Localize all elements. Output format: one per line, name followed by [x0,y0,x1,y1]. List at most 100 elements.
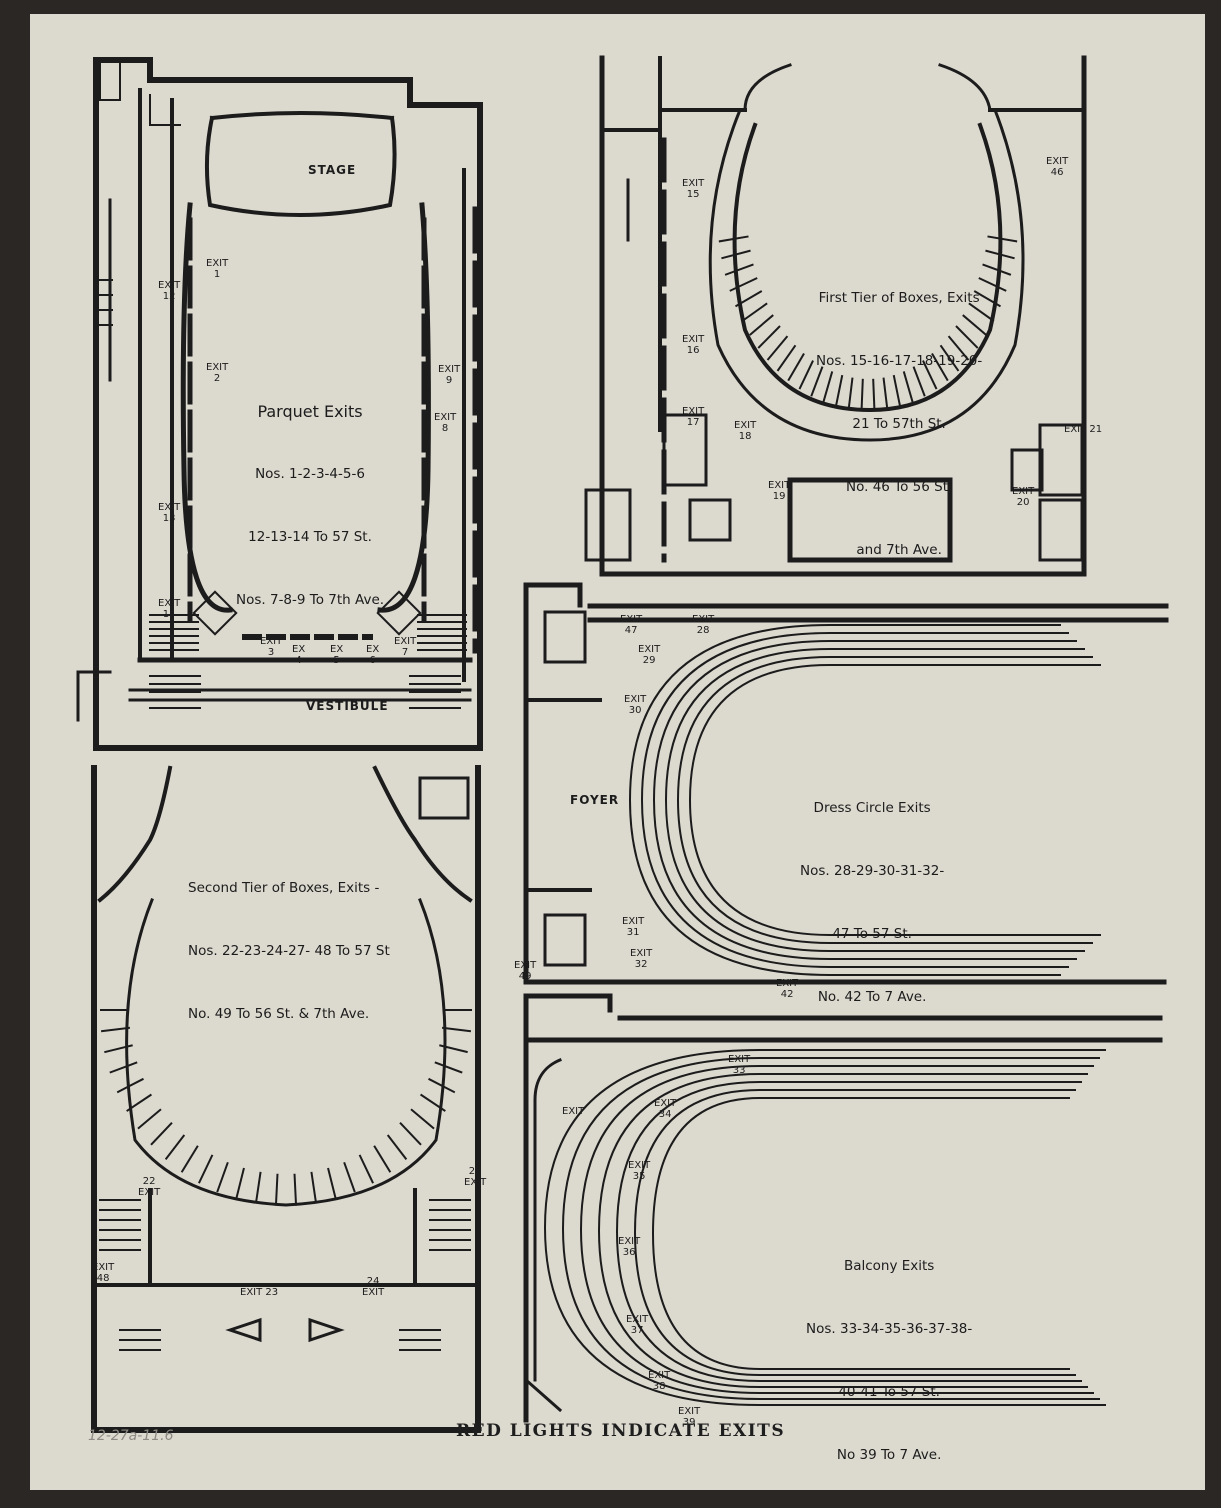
exit-35-label: EXIT 35 [628,1160,651,1182]
exit-7-label: EXIT 7 [394,636,417,658]
seating-row [640,632,1069,968]
parquet-plan [76,57,483,751]
balcony-title: Balcony Exits [843,1258,935,1274]
exit-34-label: EXIT 34 [654,1098,677,1120]
exit-19-label: EXIT 19 [768,480,791,502]
exit-18-label: EXIT 18 [734,420,757,442]
box-partition [834,374,844,407]
exit-2-label: EXIT 2 [206,362,229,384]
exit-30-label: EXIT 30 [624,694,647,716]
dress-circle-line-1: Nos. 28-29-30-31-32- [800,863,945,879]
exit-39-label: EXIT 39 [678,1406,701,1428]
exit-31-label: EXIT 31 [622,916,645,938]
dress-circle-caption: Dress Circle Exits Nos. 28-29-30-31-32- … [800,756,944,1050]
seating-row [579,1065,1094,1394]
box-partition [216,1162,229,1193]
second-tier-title: Second Tier of Boxes, Exits - [188,880,380,896]
parquet-title: Parquet Exits [257,402,363,421]
seating-row [688,664,1101,936]
box-partition [947,335,970,361]
first-tier-plan [584,55,1087,577]
box-partition [973,290,1002,308]
box-partition [274,1173,279,1206]
seating-row [652,640,1077,960]
parquet-line-3: Nos. 7-8-9 To 7th Ave. [236,592,385,608]
exit-balcony-side-label: EXIT [562,1106,585,1117]
exit-8-label: EXIT 8 [434,412,457,434]
box-partition [428,1077,456,1094]
seating-row [628,624,1061,976]
box-partition [410,1108,435,1130]
exit-38-label: EXIT 38 [648,1370,671,1392]
binding-notch [0,1150,9,1154]
exit-12-label: EXIT 12 [158,280,181,302]
box-partition [327,1167,337,1200]
exit-28-label: EXIT 28 [692,614,715,636]
box-partition [180,1145,199,1173]
box-partition [198,1154,214,1184]
binding-notch [0,640,9,644]
box-partition [150,1122,173,1146]
exit-46-label: EXIT 46 [1046,156,1069,178]
box-partition [955,325,979,349]
first-tier-line-4: and 7th Ave. [856,542,942,558]
balcony-line-2: 40-41 To 57 St. [838,1384,940,1400]
box-partition [137,1108,162,1130]
box-partition [978,277,1007,292]
box-partition [757,325,781,349]
box-partition [343,1162,356,1193]
parquet-stairs [99,59,467,709]
footer-caption: RED LIGHTS INDICATE EXITS [456,1421,786,1441]
seating-row [561,1057,1100,1400]
seating-row [651,1097,1070,1370]
second-tier-line-2: No. 49 To 56 St. & 7th Ave. [188,1006,370,1022]
binding-notch [0,810,9,814]
box-partition [749,314,774,336]
box-partition [235,1167,245,1200]
box-partition [399,1122,422,1146]
exit-4-label: EX 4 [292,644,306,666]
exit-32-label: EXIT 32 [630,948,653,970]
stage-label: STAGE [308,163,357,177]
parquet-auditorium [180,202,480,654]
box-partition [766,335,789,361]
box-partition [419,1093,446,1112]
dress-circle-title: Dress Circle Exits [813,800,931,816]
box-partition [939,344,960,372]
box-partition [724,263,754,276]
seating-row [664,648,1085,952]
binding-notch [0,980,9,984]
box-partition [441,1026,472,1033]
box-partition [721,249,751,260]
box-partition [860,378,864,411]
box-partition [254,1171,262,1204]
exit-49-label: EXIT 49 [514,960,537,982]
first-tier-line-1: Nos. 15-16-17-18-19-20- [816,353,983,369]
seating-row [633,1089,1076,1376]
seating-row [615,1081,1082,1382]
box-partition [310,1171,318,1204]
exit-14-label: EXIT 14 [158,598,181,620]
binding-notch [0,300,9,304]
exit-29-label: EXIT 29 [638,644,661,666]
exit-5-label: EX 5 [330,644,344,666]
dress-circle-rows [628,624,1101,976]
box-partition [882,377,889,410]
dress-circle-line-3: No. 42 To 7 Ave. [817,989,927,1005]
box-partition [810,366,824,397]
box-partition [962,314,987,336]
box-partition [729,277,758,292]
dress-circle-plan [523,582,1169,985]
box-partition [386,1134,408,1161]
binding-notch [0,470,9,474]
balcony-line-1: Nos. 33-34-35-36-37-38- [806,1321,973,1337]
exit-23-label: EXIT 23 [240,1287,279,1298]
exit-42-label: EXIT 42 [776,978,799,1000]
exit-13-label: EXIT 13 [158,502,181,524]
exit-27-label: 27 EXIT [464,1166,487,1188]
box-partition [116,1077,144,1094]
box-partition [847,377,854,410]
first-tier-title: First Tier of Boxes, Exits [818,290,980,306]
box-partition [787,352,805,382]
exit-33-label: EXIT 33 [728,1054,751,1076]
